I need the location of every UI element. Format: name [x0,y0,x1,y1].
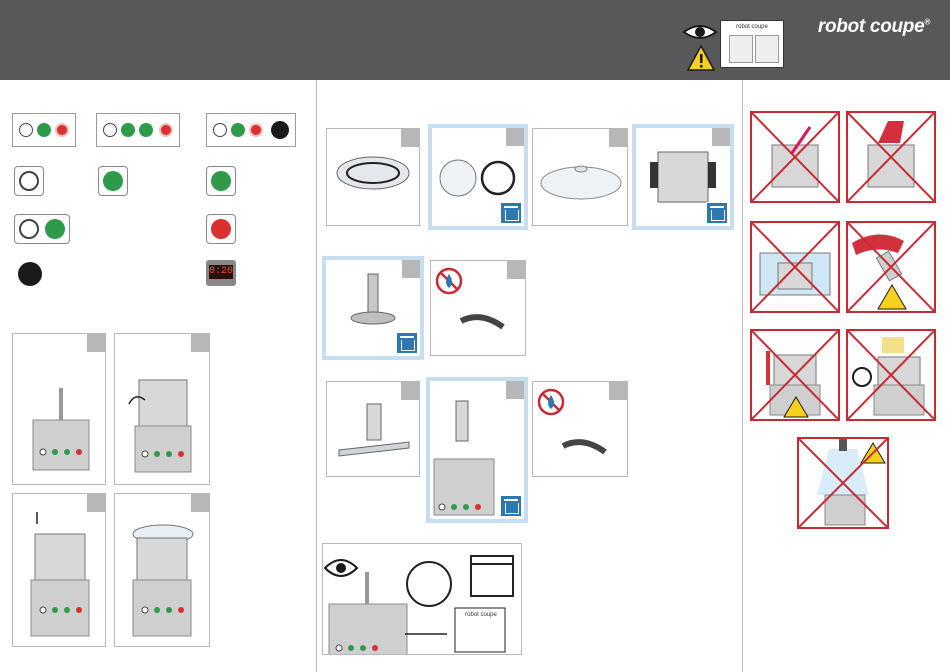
control-panel-two-speed [96,113,180,147]
on-key-icon [98,166,128,196]
brand-logo-mark: ® [924,18,930,27]
step-panel-bowl-lock [114,333,210,485]
shower-icon [817,449,869,495]
step-panel-dry-blade [532,381,628,477]
cleaning-icon [706,202,728,224]
step-panel-blade [326,381,420,477]
maintenance-check-panel: robot coupe [322,543,522,655]
speed-dial-icon [18,262,42,286]
speed-two-button-icon [139,123,153,137]
dry-blade-illustration [533,382,628,477]
step-panel-motor-base [12,333,106,485]
cleaning-icon [396,332,418,354]
pulse-button-icon [19,123,33,137]
step-panel-lid-seal [428,124,528,230]
timer-display-value: 0:20 [209,265,233,279]
step-panel-insert-tool [12,493,106,647]
stop-button-icon [159,123,173,137]
magnifier-icon [407,562,451,606]
cleaning-icon [500,202,522,224]
step-panel-bowl-seal [326,128,420,226]
warning-icon [686,44,716,72]
on-button-icon [231,123,245,137]
step-panel-blade-assembly [426,377,528,523]
stop-button-icon [55,123,69,137]
forbidden-hand-in-bowl [846,111,936,203]
forbidden-utensil-in-bowl [750,111,840,203]
column-divider [742,80,743,672]
header-bar: robot coupe robot coupe® [0,0,950,80]
stop-key-icon [206,214,236,244]
forbidden-icon [848,113,934,201]
pulse-button-icon [103,123,117,137]
step-panel-bowl [632,124,734,230]
brand-logo: robot coupe® [818,16,930,38]
forbidden-hot-food [750,329,840,421]
forbidden-flammable [846,221,936,313]
forbidden-icon [848,331,934,419]
motor-base-illustration [13,334,106,485]
step-panel-motor-shaft [322,256,424,360]
forbidden-icon [752,223,838,311]
bowl-seal-illustration [327,129,420,226]
manual-card-brand: robot coupe [459,612,503,618]
lid-lock-illustration [115,494,210,647]
power-plug-icon [853,368,871,386]
maintenance-illustration [323,544,522,655]
pulse-on-sequence-icon [14,214,70,244]
manual-card-brand: robot coupe [721,24,783,30]
pulse-key-icon [14,166,44,196]
blade-illustration [327,382,420,477]
control-panel-variable [206,113,296,147]
brand-logo-text: robot coupe [818,16,924,37]
pulse-button-icon [213,123,227,137]
stop-button-icon [249,123,263,137]
column-divider [316,80,317,672]
step-panel-dry-shaft [430,260,526,356]
forbidden-immersion [750,221,840,313]
fire-icon [878,285,906,309]
thermometer-icon [766,351,770,385]
calendar-icon [471,556,513,596]
manual-icon: robot coupe [720,20,784,68]
dry-shaft-illustration [431,261,526,356]
forbidden-water-jet [797,437,889,529]
timer-display: 0:20 [206,260,236,286]
control-panel-basic [12,113,76,147]
speed-dial-icon [271,121,289,139]
step-panel-lid [532,128,628,226]
lid-illustration [533,129,628,226]
step-panel-lid-lock [114,493,210,647]
forbidden-icon [848,223,934,311]
forbidden-icon [752,331,838,419]
cleaning-icon [500,495,522,517]
speed-one-button-icon [121,123,135,137]
speed-two-key-icon [206,166,236,196]
insert-tool-illustration [13,494,106,647]
forbidden-icon [799,439,887,527]
forbidden-unplugged-operation [846,329,936,421]
forbidden-icon [752,113,838,201]
bowl-lock-illustration [115,334,210,485]
on-button-icon [37,123,51,137]
